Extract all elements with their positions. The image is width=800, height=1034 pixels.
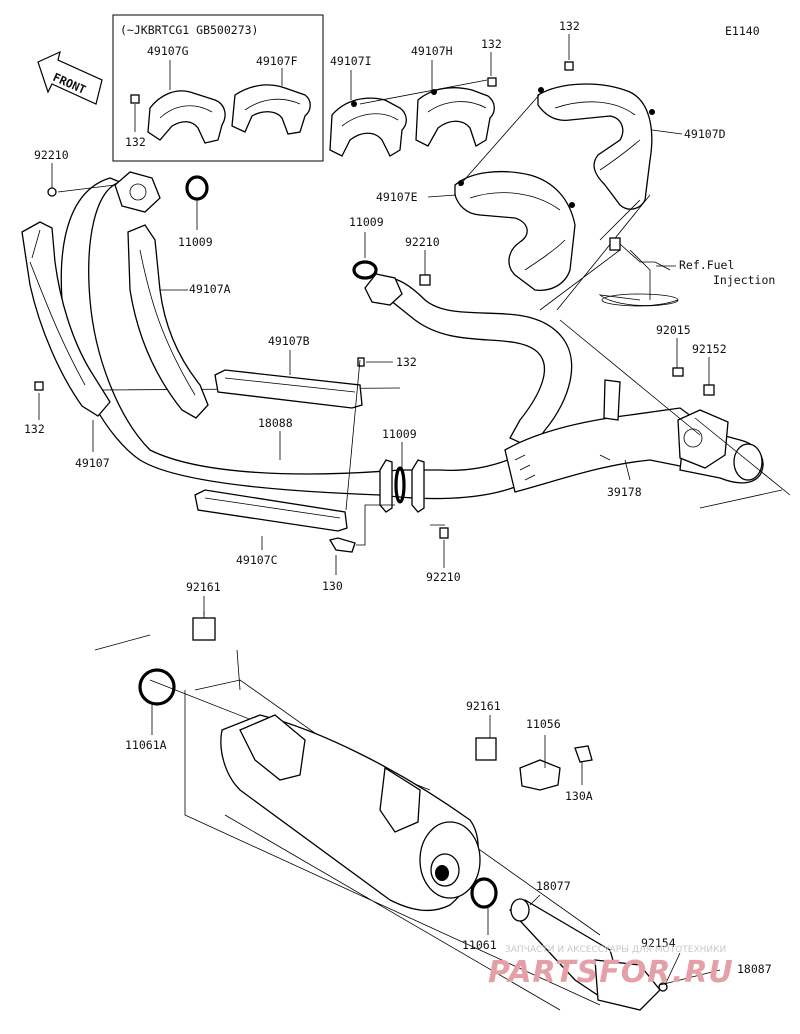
bolt-132-left[interactable] (34, 381, 44, 391)
muffler-assembly (94, 612, 721, 1011)
diagram-code: E1140 (725, 24, 760, 38)
nut-92152[interactable] (703, 384, 715, 396)
watermark-brand: PARTSFOR.RU (488, 955, 734, 990)
label-49107I: 49107I (330, 54, 372, 68)
gasket-11009-b[interactable] (352, 260, 378, 280)
label-92210-a: 92210 (34, 148, 69, 162)
o2-sensor[interactable] (609, 237, 621, 251)
muffler-guard[interactable] (379, 766, 421, 833)
label-39178: 39178 (607, 485, 642, 499)
gasket-11061[interactable] (470, 877, 498, 909)
label-92210-b: 92210 (405, 235, 440, 249)
serial-inset: (~JKBRTCG1 GB500273) 49107G 49107F 132 (112, 14, 324, 162)
label-92015: 92015 (656, 323, 691, 337)
label-92161-b: 92161 (466, 699, 501, 713)
bolt-132-inset[interactable] (130, 94, 140, 104)
label-49107B: 49107B (268, 334, 310, 348)
heat-shields-mid (194, 357, 715, 553)
outlet-flange[interactable] (677, 409, 729, 469)
nut-92210-a[interactable] (47, 187, 57, 197)
label-49107G: 49107G (147, 44, 189, 58)
front-arrow: FRONT (37, 50, 103, 105)
watermark: ЗАПЧАСТИ И АКСЕССУАРЫ ДЛЯ МОТОТЕХНИКИ PA… (488, 945, 734, 990)
heat-shield-49107B[interactable] (214, 369, 363, 409)
nut-92210-c[interactable] (439, 527, 449, 539)
bolt-130A[interactable] (574, 745, 593, 763)
bolt-132-h[interactable] (487, 77, 497, 87)
label-11009-c: 11009 (382, 427, 417, 441)
label-92161-a: 92161 (186, 580, 221, 594)
heat-guard-49107A[interactable] (127, 224, 209, 419)
watermark-small: ЗАПЧАСТИ И АКСЕССУАРЫ ДЛЯ МОТОТЕХНИКИ (505, 945, 726, 955)
label-49107H: 49107H (411, 44, 453, 58)
ref-note-line1: Ref.Fuel (679, 258, 734, 272)
label-132-d: 132 (559, 19, 580, 33)
gasket-11009-a[interactable] (185, 175, 209, 201)
label-11009-a: 11009 (178, 235, 213, 249)
label-11009-b: 11009 (349, 215, 384, 229)
heat-guards-top: 49107I 49107H 132 132 49107D 49107E (329, 19, 726, 311)
label-18088: 18088 (258, 416, 293, 430)
tailpipe-flange-18087[interactable] (594, 959, 661, 1011)
label-92154: 92154 (641, 936, 676, 950)
label-132-b: 132 (396, 355, 417, 369)
flange-top[interactable] (114, 171, 161, 213)
label-18087: 18087 (737, 962, 772, 976)
nut-92210-b[interactable] (419, 274, 431, 286)
ref-note-line2: Injection (713, 273, 775, 287)
label-49107E: 49107E (376, 190, 418, 204)
part-labels: 92210 11009 11009 92210 49107A 49107B 13… (24, 148, 772, 976)
muffler-bracket[interactable] (239, 714, 306, 781)
grommet-92161-b[interactable] (475, 737, 497, 761)
exhaust-pipes: Ref.Fuel Injection (60, 171, 791, 513)
label-130: 130 (322, 579, 343, 593)
label-18077: 18077 (536, 879, 571, 893)
heat-guard-49107F[interactable] (231, 84, 311, 135)
connector-flange-1[interactable] (379, 459, 393, 513)
label-92210-c: 92210 (426, 570, 461, 584)
label-49107F: 49107F (256, 54, 298, 68)
heat-guard-49107H[interactable] (415, 87, 495, 147)
label-11056: 11056 (526, 717, 561, 731)
label-132-inset: 132 (125, 135, 146, 149)
bolt-130[interactable] (328, 537, 356, 553)
label-92152: 92152 (692, 342, 727, 356)
label-132-h: 132 (481, 37, 502, 51)
label-130A: 130A (565, 789, 593, 803)
bolt-132-d[interactable] (564, 61, 574, 71)
label-11061A: 11061A (125, 738, 167, 752)
label-49107C: 49107C (236, 553, 278, 567)
connector-flange-2[interactable] (411, 459, 425, 513)
heat-guard-49107[interactable] (21, 221, 111, 417)
label-49107D: 49107D (684, 127, 726, 141)
exhaust-header-rear[interactable] (370, 277, 573, 449)
heat-guard-49107E[interactable] (454, 170, 576, 291)
label-132-left: 132 (24, 422, 45, 436)
label-11061: 11061 (462, 938, 497, 952)
grommet-92161-a[interactable] (192, 617, 216, 641)
heat-guards-front (21, 175, 431, 419)
washer-92015[interactable] (672, 367, 684, 377)
gasket-11061A[interactable] (138, 668, 176, 706)
label-49107: 49107 (75, 456, 110, 470)
sensor-pipe[interactable] (603, 379, 621, 421)
gasket-11009-c[interactable] (394, 466, 406, 504)
clamp-11056[interactable] (519, 759, 561, 791)
label-49107A: 49107A (189, 282, 231, 296)
serial-note: (~JKBRTCG1 GB500273) (120, 23, 258, 37)
heat-guard-49107D[interactable] (537, 83, 653, 210)
heat-guard-49107G[interactable] (147, 90, 226, 144)
heat-shield-49107C[interactable] (194, 489, 348, 532)
heat-guard-49107I[interactable] (329, 97, 407, 157)
bolt-132-b[interactable] (357, 357, 365, 367)
